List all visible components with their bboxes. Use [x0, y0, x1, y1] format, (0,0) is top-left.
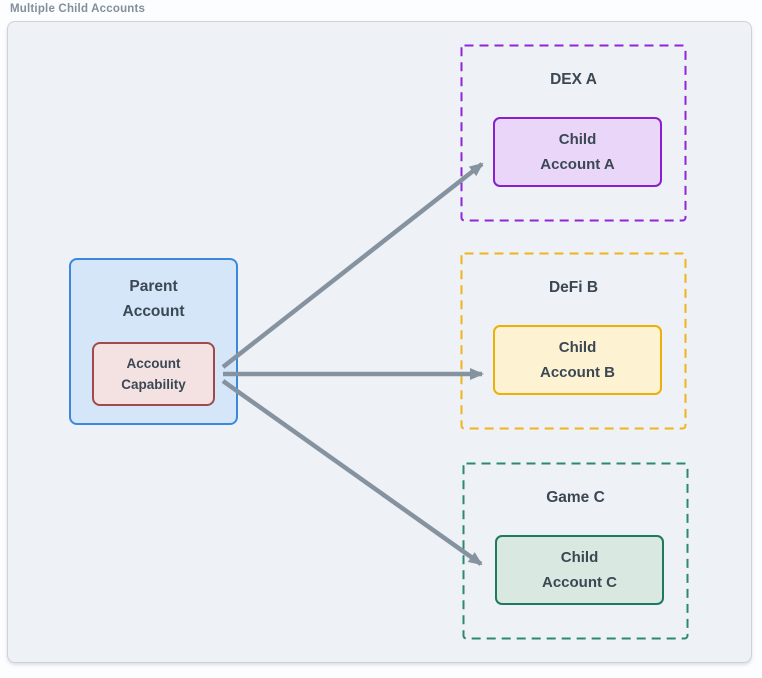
group-label-game-c: Game C — [546, 489, 605, 506]
dashed-border-dex-a — [460, 44, 687, 222]
child-b-line2: Account B — [540, 364, 615, 381]
parent-label-line1: Parent — [129, 278, 178, 295]
child-a-line1: Child — [558, 131, 597, 148]
child-c-line1: Child — [560, 549, 599, 566]
group-defi-b: DeFi B Child Account B — [460, 252, 687, 430]
parent-account-node: Parent Account Account Capability — [69, 258, 238, 425]
child-account-c-node: Child Account C — [495, 535, 664, 605]
child-account-a-node: Child Account A — [493, 117, 662, 187]
parent-label-line2: Account — [122, 303, 185, 320]
child-a-line2: Account A — [540, 156, 615, 173]
diagram-canvas: Parent Account Account Capability DEX A … — [7, 21, 752, 663]
diagram-title: Multiple Child Accounts — [10, 3, 146, 15]
capability-label-line1: Account — [126, 356, 181, 371]
account-capability-node: Account Capability — [92, 342, 215, 406]
child-b-line1: Child — [558, 339, 597, 356]
group-dex-a: DEX A Child Account A — [460, 44, 687, 222]
child-account-b-node: Child Account B — [493, 325, 662, 395]
child-c-line2: Account C — [542, 574, 617, 591]
dashed-border-defi-b — [460, 252, 687, 430]
group-game-c: Game C Child Account C — [462, 462, 689, 640]
group-label-defi-b: DeFi B — [548, 279, 599, 296]
parent-account-label: Parent Account — [71, 274, 236, 324]
dashed-border-game-c — [462, 462, 689, 640]
capability-label-line2: Capability — [121, 377, 186, 392]
group-label-dex-a: DEX A — [550, 71, 597, 88]
